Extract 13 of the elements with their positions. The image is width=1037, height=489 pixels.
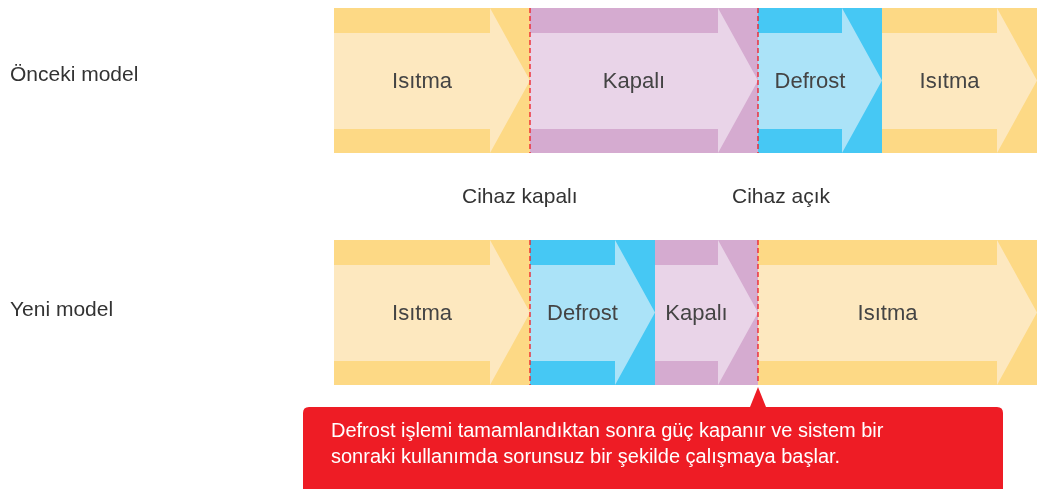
phase-label: Defrost xyxy=(774,67,846,94)
phase-label: Isıtma xyxy=(392,299,452,326)
row-label: Yeni model xyxy=(10,297,114,321)
marker-label: Cihaz açık xyxy=(732,184,831,208)
phase-label: Isıtma xyxy=(857,299,918,326)
phase-label: Defrost xyxy=(547,299,618,326)
phase-label: Isıtma xyxy=(919,67,980,94)
phase-label: Kapalı xyxy=(602,67,666,94)
phase-label: Isıtma xyxy=(392,67,452,94)
row-label: Önceki model xyxy=(10,62,139,86)
callout-text: Defrost işlemi tamamlandıktan sonra güç kapanır ve sistem bir sonraki kullanımda sorunsuz bir şekilde çalışmaya başlar. xyxy=(331,418,885,469)
marker-label: Cihaz kapalı xyxy=(462,184,578,208)
phase-label: Kapalı xyxy=(665,299,728,326)
